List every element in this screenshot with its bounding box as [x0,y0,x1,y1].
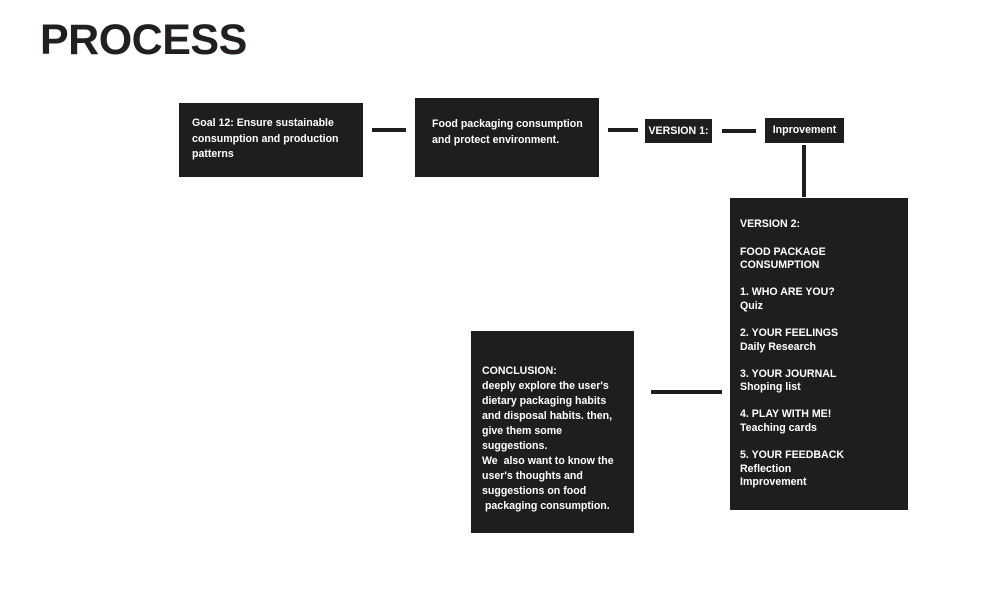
version-2-item-5-title: 5. YOUR FEEDBACK [740,449,844,462]
version-2-item-5-sub: Reflection [740,462,792,475]
version-2-item-2: 2. YOUR FEELINGS Daily Research [740,327,908,354]
version-2-item-1-sub: Quiz [740,299,763,312]
conclusion-line-3: and disposal habits. then, [482,410,613,422]
spacer [740,232,908,246]
page-title: PROCESS [40,16,247,64]
version-2-item-5: 5. YOUR FEEDBACK Reflection Improvement [740,449,908,490]
conclusion-line-5: suggestions. [482,440,548,452]
conclusion-line-6: We also want to know the [482,455,614,467]
node-version-2: VERSION 2: FOOD PACKAGE CONSUMPTION 1. W… [730,198,908,510]
connector-goal-to-food [372,128,406,132]
node-food-packaging-text: Food packaging consumption and protect e… [432,118,583,146]
connector-version1-to-improvement [722,129,756,133]
spacer [740,273,908,287]
conclusion-line-8: suggestions on food [482,485,587,497]
conclusion-line-2: dietary packaging habits [482,395,607,407]
version-2-item-2-title: 2. YOUR FEELINGS [740,326,839,339]
spacer [740,436,908,450]
conclusion-line-7: user's thoughts and [482,470,583,482]
version-2-title-line-2: CONSUMPTION [740,259,820,272]
version-2-item-1: 1. WHO ARE YOU? Quiz [740,286,908,313]
connector-improvement-to-version2 [802,145,806,197]
node-conclusion: CONCLUSION: deeply explore the user's di… [471,331,634,533]
version-2-item-3-sub: Shoping list [740,381,801,394]
conclusion-line-9: packaging consumption. [482,500,610,512]
node-improvement: Inprovement [765,118,844,143]
version-2-item-4-title: 4. PLAY WITH ME! [740,408,832,421]
version-2-item-3: 3. YOUR JOURNAL Shoping list [740,368,908,395]
version-2-item-1-title: 1. WHO ARE YOU? [740,286,835,299]
version-2-header: VERSION 2: FOOD PACKAGE CONSUMPTION [740,218,908,273]
connector-food-to-version1 [608,128,638,132]
spacer [740,395,908,409]
spacer [740,354,908,368]
conclusion-line-1: deeply explore the user's [482,380,609,392]
conclusion-line-4: give them some [482,425,563,437]
connector-conclusion-to-version2 [651,390,722,394]
conclusion-heading: CONCLUSION: [482,365,557,377]
version-2-item-5-sub2: Improvement [740,476,807,489]
node-improvement-label: Inprovement [772,124,837,136]
version-2-title-line-1: FOOD PACKAGE [740,245,826,258]
version-2-item-4: 4. PLAY WITH ME! Teaching cards [740,408,908,435]
version-2-label: VERSION 2: [740,218,801,230]
version-2-item-2-sub: Daily Research [740,340,816,353]
node-version-1-label: VERSION 1: [648,125,709,137]
spacer [740,313,908,327]
node-version-1: VERSION 1: [645,119,712,143]
version-2-item-3-title: 3. YOUR JOURNAL [740,367,837,380]
node-goal-12: Goal 12: Ensure sustainable consumption … [179,103,363,177]
node-goal-12-text: Goal 12: Ensure sustainable consumption … [192,117,339,160]
node-food-packaging: Food packaging consumption and protect e… [415,98,599,177]
version-2-item-4-sub: Teaching cards [740,421,817,434]
